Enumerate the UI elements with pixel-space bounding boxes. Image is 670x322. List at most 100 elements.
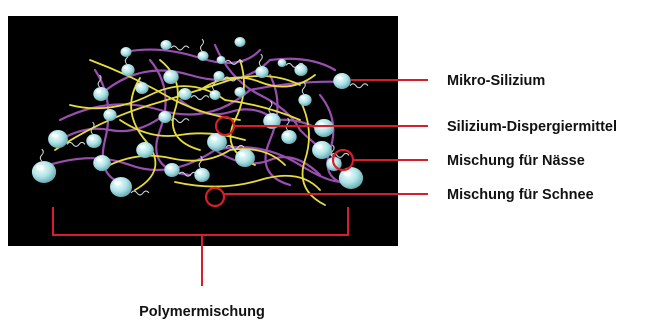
silica-particle-highlight (211, 91, 215, 95)
silica-particle-highlight (199, 52, 203, 56)
dispersant-squiggle (130, 190, 150, 196)
snow-polymer-strand (130, 77, 157, 191)
silica-particle-highlight (162, 41, 166, 45)
snow-polymer-strand (89, 59, 241, 121)
silica-particle (209, 90, 221, 100)
silica-particle-highlight (36, 165, 45, 171)
silica-particle (314, 119, 334, 137)
silica-particle (178, 88, 192, 100)
dispersant-squiggle (301, 81, 306, 95)
silica-particle-highlight (166, 72, 171, 76)
dispersant-squiggle (170, 45, 190, 51)
silica-particle-highlight (279, 60, 282, 63)
snow-polymer-strand (174, 174, 321, 191)
silica-particle-highlight (167, 165, 172, 169)
snow-polymer-strand (69, 85, 301, 121)
silica-particle-highlight (266, 116, 273, 120)
dispersant-squiggle (178, 171, 198, 177)
wet-compound-label: Mischung für Nässe (447, 153, 585, 169)
silica-particle (234, 37, 246, 47)
silica-particle (281, 130, 297, 144)
snow-polymer-strand (99, 148, 286, 171)
silica-particle (255, 66, 269, 78)
dispersant-squiggle (285, 117, 290, 131)
dispersant-squiggle (225, 144, 245, 150)
silica-particle (197, 51, 209, 61)
silica-particle (103, 109, 117, 121)
silica-particle (194, 168, 210, 182)
silica-particle (298, 94, 312, 106)
silica-particle-highlight (218, 57, 222, 60)
silica-particle (93, 87, 109, 101)
dispersant-squiggle (190, 95, 210, 101)
polymer-blend-label: Polymermischung (139, 304, 265, 320)
silica-particle (135, 82, 149, 94)
silica-particle-highlight (336, 76, 343, 80)
silica-particle (86, 134, 102, 148)
snow-polymer-strand (199, 74, 316, 91)
silica-particle-highlight (197, 170, 202, 174)
dispersant-links (39, 38, 369, 196)
wet-polymer-strand (213, 148, 322, 177)
dispersant-squiggle (97, 74, 102, 88)
silica-particle-highlight (180, 90, 185, 93)
snow-compound-label: Mischung für Schnee (447, 187, 594, 203)
silica-particle (121, 64, 135, 76)
dispersant-squiggle (39, 148, 44, 162)
dispersant-squiggle (223, 76, 243, 82)
micro-silica-label: Mikro-Silizium (447, 73, 545, 89)
silica-particle (312, 141, 332, 159)
silica-particle (48, 130, 68, 148)
silica-particle-highlight (51, 133, 58, 138)
dispersant-squiggle (170, 118, 190, 124)
silica-particle-highlight (137, 84, 142, 87)
dispersant-squiggle (90, 121, 95, 135)
silica-particle-highlight (160, 113, 165, 116)
silica-particle-highlight (96, 89, 102, 93)
silica-particle-highlight (96, 158, 102, 162)
dispersant-squiggle (66, 141, 86, 147)
silica-particle-highlight (300, 96, 305, 99)
silica-particle (216, 56, 226, 64)
silica-particle (235, 149, 255, 167)
dispersant-squiggle (349, 83, 369, 89)
dispersant-squiggle (198, 155, 203, 169)
silica-particle-highlight (89, 136, 95, 140)
dispersant-squiggle (200, 38, 204, 52)
silica-particle-highlight (114, 180, 121, 186)
silica-particle-highlight (257, 68, 262, 71)
wet-polymer-strand (98, 57, 337, 97)
silica-particle (120, 47, 132, 57)
silica-particle-highlight (139, 145, 145, 149)
silica-particle (277, 59, 287, 67)
silica-particle (333, 73, 351, 89)
silica-particle-highlight (236, 88, 240, 92)
silica-particle (110, 177, 132, 197)
polymer-blend-bracket (52, 207, 349, 286)
silica-particles (31, 37, 364, 197)
wet-polymer-strand (58, 116, 162, 142)
silica-dispersant-label: Silizium-Dispergiermittel (447, 119, 617, 135)
dispersant-squiggle (212, 77, 216, 91)
silica-particle (31, 161, 57, 183)
silica-particle (160, 40, 172, 50)
dispersant-squiggle (285, 62, 305, 68)
silica-particle (213, 71, 225, 81)
silica-particle-highlight (343, 171, 351, 177)
silica-particle (164, 163, 180, 177)
silica-particle-highlight (296, 66, 301, 69)
dispersant-squiggle (330, 152, 350, 158)
silica-particle-highlight (284, 132, 289, 136)
silica-particle (163, 70, 179, 84)
dispersant-squiggle (224, 59, 244, 65)
snow-compound-marker-circle (204, 186, 226, 208)
silica-particle-highlight (105, 111, 110, 114)
silica-particle-highlight (238, 152, 246, 157)
compound-panel (8, 16, 398, 246)
silica-particle (294, 64, 308, 76)
silica-particle (234, 87, 246, 97)
dispersant-squiggle (258, 53, 263, 67)
silica-particle-highlight (122, 48, 126, 52)
silica-particle (136, 142, 154, 158)
